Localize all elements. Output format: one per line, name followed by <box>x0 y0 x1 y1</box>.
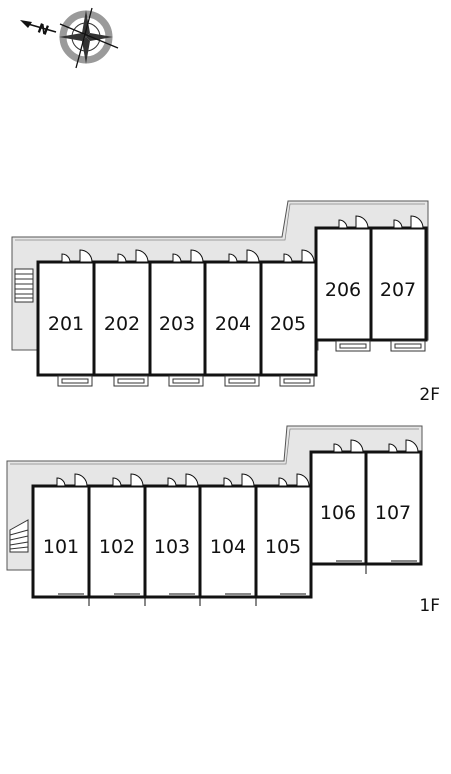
room-label: 103 <box>154 536 190 558</box>
room-202: 202 <box>92 260 152 377</box>
room-204: 204 <box>203 260 263 377</box>
floor-1f: 101 102 103 104 105 106 107 <box>6 425 440 616</box>
room-203: 203 <box>148 260 207 377</box>
room-206: 206 <box>314 226 373 342</box>
room-105: 105 <box>254 484 313 599</box>
room-label: 201 <box>48 313 84 335</box>
room-107: 107 <box>364 450 423 566</box>
room-label: 207 <box>380 279 416 301</box>
room-label: 202 <box>104 313 140 335</box>
room-103: 103 <box>143 484 202 599</box>
room-label: 203 <box>159 313 195 335</box>
window-icon <box>58 560 417 606</box>
door-icon <box>61 215 424 263</box>
room-label: 102 <box>99 536 135 558</box>
room-label: 107 <box>375 502 411 524</box>
room-label: 206 <box>325 279 361 301</box>
floor-label: 2F <box>419 385 440 405</box>
room-label: 101 <box>43 536 79 558</box>
room-106: 106 <box>309 450 368 566</box>
room-label: 204 <box>215 313 251 335</box>
room-201: 201 <box>36 260 96 377</box>
room-label: 104 <box>210 536 246 558</box>
staircase-icon <box>9 519 29 553</box>
floor-label: 1F <box>419 596 440 616</box>
room-101: 101 <box>31 484 91 599</box>
room-label: 106 <box>320 502 356 524</box>
room-102: 102 <box>87 484 147 599</box>
compass-rose-icon: N <box>20 7 119 69</box>
floor-2f: 201 202 203 204 205 206 207 <box>11 200 440 405</box>
room-205: 205 <box>259 260 318 377</box>
compass-north-label: N <box>35 21 50 39</box>
room-label: 205 <box>270 313 306 335</box>
room-104: 104 <box>198 484 258 599</box>
room-207: 207 <box>369 226 428 342</box>
staircase-icon <box>14 268 34 303</box>
balcony-icon <box>57 340 426 387</box>
door-icon <box>56 439 419 487</box>
room-label: 105 <box>265 536 301 558</box>
